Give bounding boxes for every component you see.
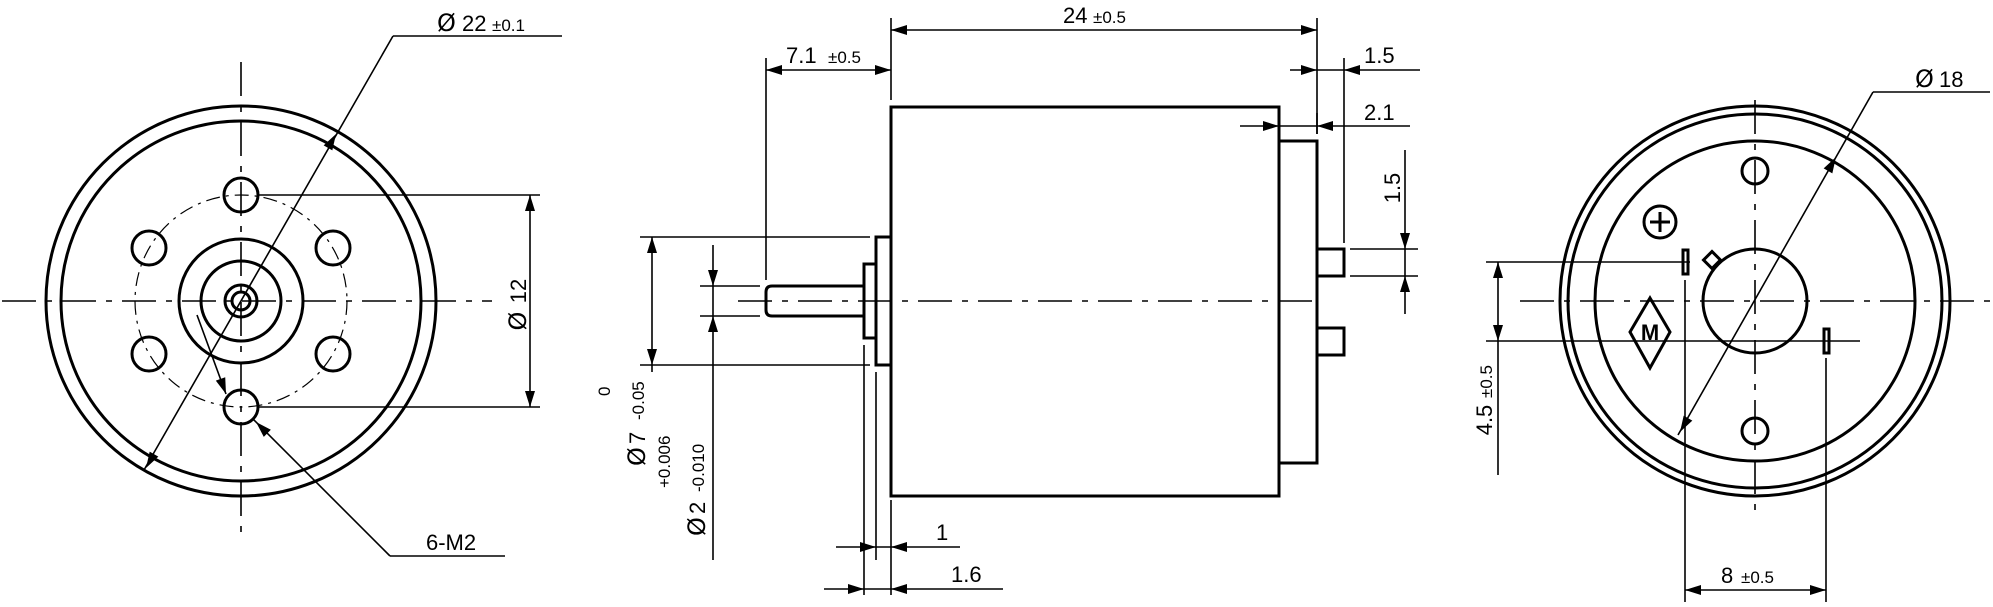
shaft-diameter-tol-lower: -0.010: [689, 444, 708, 492]
rear-view: M Ø 18 4.5 ±0.5 8 ±0.5: [1472, 65, 1990, 602]
diameter-22-symbol: Ø: [437, 9, 456, 37]
dim-1-value: 1: [936, 520, 948, 545]
dim-1-5-value: 1.5: [1364, 43, 1395, 68]
bearing-notch: [1701, 249, 1723, 271]
boss-diameter-tol-upper: 0: [595, 387, 614, 396]
mounting-hole: [314, 229, 352, 267]
shaft-flange: [862, 262, 878, 340]
housing-inner-circle: [59, 119, 423, 483]
dim-4-5-tolerance: ±0.5: [1477, 365, 1496, 398]
rear-second-circle: [1566, 112, 1944, 490]
boss-diameter-value: 7: [625, 432, 650, 444]
dim-1-6-value: 1.6: [951, 562, 982, 587]
positive-terminal-icon: [1642, 204, 1678, 240]
rear-bearing-circle: [1701, 247, 1809, 355]
side-view: 24 ±0.5 7.1 ±0.5 1.5 2.1 1.5: [595, 3, 1420, 595]
dim-8-value: 8: [1721, 563, 1733, 588]
shaft-bearing: [223, 283, 259, 319]
mounting-hole: [130, 335, 168, 373]
rear-cap-circle: [1593, 139, 1917, 463]
rear-outer-circle: [1558, 104, 1952, 498]
diameter-12-value: 12: [506, 279, 531, 303]
shaft-circle: [230, 290, 252, 312]
terminal-bottom: [1315, 326, 1346, 357]
housing-outer-circle: [44, 104, 438, 498]
mounting-hole: [222, 176, 260, 214]
dim-24-tolerance: ±0.5: [1093, 8, 1126, 27]
rear-hole-bottom: [1740, 416, 1770, 446]
diameter-18-value: 18: [1939, 67, 1963, 92]
dim-4-5-value: 4.5: [1472, 405, 1497, 436]
mounting-hole: [314, 335, 352, 373]
mounting-hole: [130, 229, 168, 267]
dim-diameter-22-line: [143, 35, 394, 471]
boss-diameter-tol-lower: -0.05: [629, 381, 648, 420]
dim-2-1-value: 2.1: [1364, 100, 1395, 125]
diameter-22-tolerance: ±0.1: [492, 16, 525, 35]
boss-diameter-symbol: Ø: [623, 447, 651, 466]
mounting-holes-label: 6-M2: [426, 530, 476, 555]
diameter-18-symbol: Ø: [1915, 65, 1934, 93]
terminal-top: [1315, 247, 1346, 278]
mounting-holes: [130, 176, 352, 426]
shaft-diameter-value: 2: [685, 502, 710, 514]
dim-7-1-tolerance: ±0.5: [828, 48, 861, 67]
diameter-22-value: 22: [462, 11, 486, 36]
diameter-12-symbol: Ø: [504, 312, 532, 331]
front-view: Ø 22 ±0.1 Ø 12 6-M2: [2, 9, 562, 557]
rear-hole-top: [1740, 156, 1770, 186]
dim-8-tolerance: ±0.5: [1741, 568, 1774, 587]
hole-leader-2: [252, 418, 391, 557]
dim-7-1-value: 7.1: [786, 43, 817, 68]
boss-inner-circle: [199, 259, 283, 343]
mounting-hole: [222, 388, 260, 426]
dim-diameter-18-line: [1677, 91, 1874, 436]
boss-circle: [177, 237, 305, 365]
end-cap: [1277, 139, 1319, 465]
manufacturer-mark-icon: M: [1628, 295, 1672, 372]
svg-text:M: M: [1641, 320, 1659, 345]
shaft-diameter-symbol: Ø: [683, 517, 711, 536]
motor-shaft: [764, 284, 864, 318]
bolt-circle: [134, 194, 348, 408]
dim-24-value: 24: [1063, 3, 1087, 28]
dim-terminal-width-value: 1.5: [1380, 173, 1405, 204]
shaft-diameter-tol-upper: +0.006: [655, 436, 674, 488]
